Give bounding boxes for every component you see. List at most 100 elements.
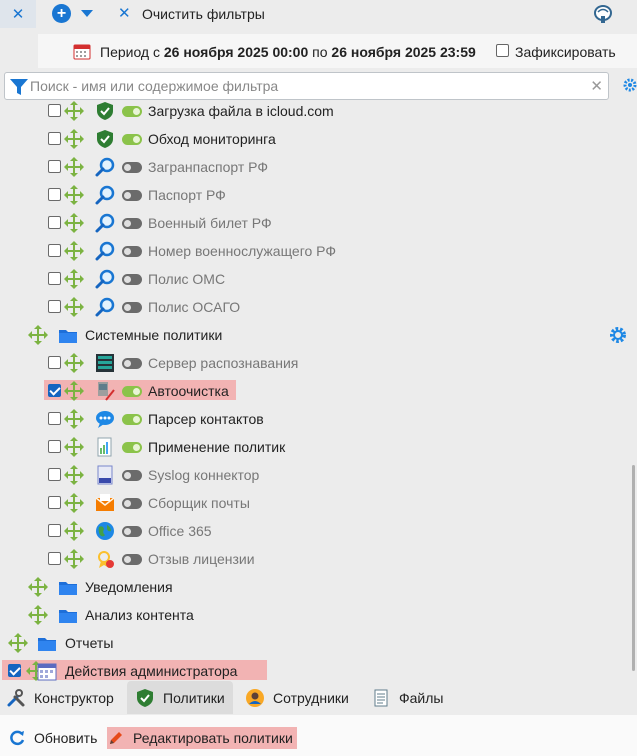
enabled-toggle[interactable] xyxy=(122,470,142,481)
drag-handle-icon[interactable] xyxy=(28,577,48,597)
policy-row[interactable]: Полис ОМС xyxy=(0,265,632,293)
row-checkbox[interactable] xyxy=(48,384,61,397)
row-checkbox[interactable] xyxy=(48,104,61,117)
drag-handle-icon[interactable] xyxy=(64,129,84,149)
row-checkbox[interactable] xyxy=(48,300,61,313)
drag-handle-icon[interactable] xyxy=(64,409,84,429)
drag-handle-icon[interactable] xyxy=(64,101,84,121)
policy-row[interactable]: Сервер распознавания xyxy=(0,349,632,377)
policy-row[interactable]: Обход мониторинга xyxy=(0,125,632,153)
drag-handle-icon[interactable] xyxy=(8,633,28,653)
row-checkbox[interactable] xyxy=(48,440,61,453)
drag-handle-icon[interactable] xyxy=(64,381,84,401)
clear-filters-button[interactable]: Очистить фильтры xyxy=(142,6,265,22)
row-checkbox[interactable] xyxy=(48,216,61,229)
clear-search-icon[interactable]: ✕ xyxy=(590,78,603,95)
row-checkbox[interactable] xyxy=(48,160,61,173)
drag-handle-icon[interactable] xyxy=(64,269,84,289)
enabled-toggle[interactable] xyxy=(122,302,142,313)
folder-icon xyxy=(59,582,77,595)
drag-handle-icon[interactable] xyxy=(64,465,84,485)
enabled-toggle[interactable] xyxy=(122,134,142,145)
chevron-down-icon[interactable] xyxy=(80,6,94,20)
magnifier-icon xyxy=(95,297,115,317)
row-checkbox[interactable] xyxy=(48,132,61,145)
fix-period-checkbox[interactable] xyxy=(496,44,509,57)
tree-group-row[interactable]: Действия администратора xyxy=(0,657,632,681)
policy-row[interactable]: Загранпаспорт РФ xyxy=(0,153,632,181)
action-bar: Обновить Редактировать политики xyxy=(0,715,637,756)
cogs-icon[interactable] xyxy=(620,76,637,96)
edit-policies-button[interactable]: Редактировать политики xyxy=(107,727,297,749)
row-checkbox[interactable] xyxy=(48,496,61,509)
drag-handle-icon[interactable] xyxy=(64,437,84,457)
row-checkbox[interactable] xyxy=(48,524,61,537)
policy-row[interactable]: Syslog коннектор xyxy=(0,461,632,489)
drag-handle-icon[interactable] xyxy=(64,297,84,317)
enabled-toggle[interactable] xyxy=(122,358,142,369)
policy-row[interactable]: Отзыв лицензии xyxy=(0,545,632,573)
gear-icon[interactable] xyxy=(608,325,628,345)
policy-row[interactable]: Паспорт РФ xyxy=(0,181,632,209)
enabled-toggle[interactable] xyxy=(122,526,142,537)
add-filter-button[interactable]: + xyxy=(52,4,71,23)
row-checkbox[interactable] xyxy=(8,664,21,677)
tree-scrollbar[interactable] xyxy=(632,465,635,671)
tree-group-row[interactable]: Уведомления xyxy=(0,573,632,601)
drag-handle-icon[interactable] xyxy=(64,241,84,261)
policy-row[interactable]: Сборщик почты xyxy=(0,489,632,517)
drag-handle-icon[interactable] xyxy=(64,549,84,569)
policy-row[interactable]: Парсер контактов xyxy=(0,405,632,433)
tab-policies[interactable]: Политики xyxy=(127,681,233,714)
calendar-icon[interactable] xyxy=(73,42,91,60)
enabled-toggle[interactable] xyxy=(122,246,142,257)
refresh-button[interactable]: Обновить xyxy=(8,727,97,749)
tab-files[interactable]: Файлы xyxy=(371,681,451,714)
tab-employees[interactable]: Сотрудники xyxy=(245,681,361,714)
enabled-toggle[interactable] xyxy=(122,498,142,509)
drag-handle-icon[interactable] xyxy=(64,213,84,233)
row-checkbox[interactable] xyxy=(48,356,61,369)
enabled-toggle[interactable] xyxy=(122,386,142,397)
tree-group-row[interactable]: Системные политики xyxy=(0,321,632,349)
database-elephant-icon[interactable] xyxy=(592,3,614,25)
period-range[interactable]: Период с 26 ноября 2025 00:00 по 26 нояб… xyxy=(100,44,476,60)
row-checkbox[interactable] xyxy=(48,244,61,257)
policy-row[interactable]: Загрузка файла в icloud.com xyxy=(0,101,632,125)
drag-handle-icon[interactable] xyxy=(64,185,84,205)
policy-row[interactable]: Полис ОСАГО xyxy=(0,293,632,321)
enabled-toggle[interactable] xyxy=(122,106,142,117)
enabled-toggle[interactable] xyxy=(122,274,142,285)
tree-group-row[interactable]: Анализ контента xyxy=(0,601,632,629)
enabled-toggle[interactable] xyxy=(122,554,142,565)
close-tab-icon[interactable]: ✕ xyxy=(0,0,36,28)
enabled-toggle[interactable] xyxy=(122,190,142,201)
tab-constructor[interactable]: Конструктор xyxy=(6,681,124,714)
enabled-toggle[interactable] xyxy=(122,414,142,425)
drag-handle-icon[interactable] xyxy=(64,521,84,541)
row-checkbox[interactable] xyxy=(48,412,61,425)
clear-filters-icon[interactable]: ✕ xyxy=(118,5,131,22)
policy-row[interactable]: Автоочистка xyxy=(0,377,632,405)
policy-row[interactable]: Военный билет РФ xyxy=(0,209,632,237)
policy-row[interactable]: Номер военнослужащего РФ xyxy=(0,237,632,265)
tab-constructor-label: Конструктор xyxy=(34,689,114,706)
drag-handle-icon[interactable] xyxy=(28,325,48,345)
row-checkbox[interactable] xyxy=(48,188,61,201)
drag-handle-icon[interactable] xyxy=(26,661,46,681)
row-checkbox[interactable] xyxy=(48,272,61,285)
enabled-toggle[interactable] xyxy=(122,162,142,173)
policy-row[interactable]: Office 365 xyxy=(0,517,632,545)
drag-handle-icon[interactable] xyxy=(64,353,84,373)
document-icon xyxy=(374,689,388,706)
enabled-toggle[interactable] xyxy=(122,218,142,229)
tree-group-row[interactable]: Отчеты xyxy=(0,629,632,657)
drag-handle-icon[interactable] xyxy=(28,605,48,625)
policy-row[interactable]: Применение политик xyxy=(0,433,632,461)
search-input[interactable] xyxy=(30,75,590,97)
drag-handle-icon[interactable] xyxy=(64,157,84,177)
row-checkbox[interactable] xyxy=(48,552,61,565)
row-checkbox[interactable] xyxy=(48,468,61,481)
enabled-toggle[interactable] xyxy=(122,442,142,453)
drag-handle-icon[interactable] xyxy=(64,493,84,513)
